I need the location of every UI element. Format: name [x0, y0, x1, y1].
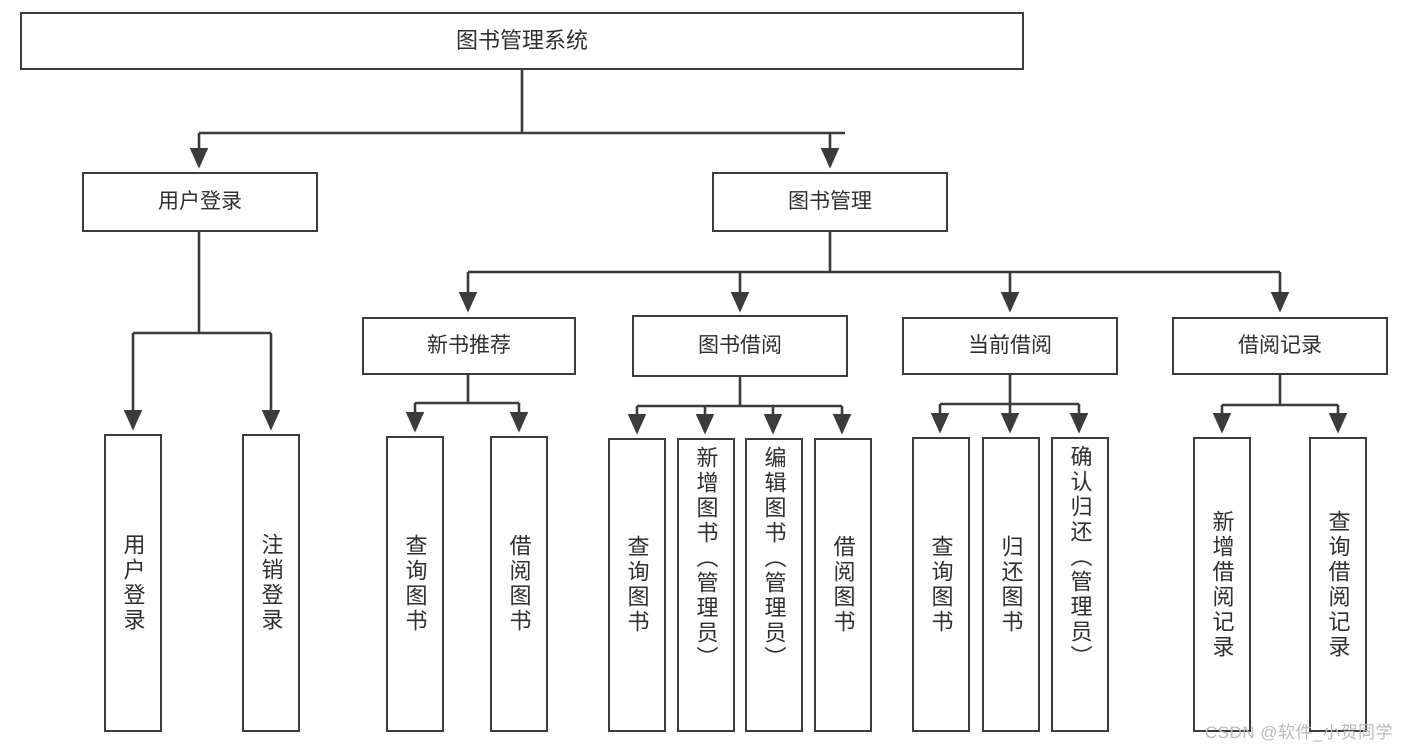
node-label: 归还图书 [998, 534, 1024, 635]
leaf-query-book-recommend[interactable]: 查询图书 [386, 436, 444, 732]
node-label: 编辑图书（管理员） [761, 446, 787, 671]
node-label: 新增图书（管理员） [693, 446, 719, 671]
leaf-query-book-borrow[interactable]: 查询图书 [608, 438, 666, 732]
node-label: 查询图书 [402, 534, 428, 634]
node-root-system[interactable]: 图书管理系统 [20, 12, 1024, 70]
node-label: 新增借阅记录 [1209, 509, 1235, 660]
leaf-query-book-current[interactable]: 查询图书 [912, 437, 970, 732]
leaf-user-login[interactable]: 用户登录 [104, 434, 162, 732]
node-label: 确认归还（管理员） [1067, 445, 1093, 670]
leaf-return-book[interactable]: 归还图书 [982, 437, 1040, 732]
node-user-login[interactable]: 用户登录 [82, 172, 318, 232]
node-label: 图书管理系统 [455, 27, 588, 53]
watermark-text: CSDN @软件_小贺同学 [1204, 723, 1393, 742]
node-label: 借阅图书 [506, 534, 532, 634]
node-label: 用户登录 [120, 533, 146, 633]
node-borrow-record[interactable]: 借阅记录 [1172, 317, 1388, 375]
leaf-add-borrow-record[interactable]: 新增借阅记录 [1193, 437, 1251, 732]
node-label: 借阅图书 [830, 535, 856, 635]
leaf-edit-book-admin[interactable]: 编辑图书（管理员） [745, 438, 803, 732]
node-book-management[interactable]: 图书管理 [712, 172, 948, 232]
node-label: 借阅记录 [1238, 334, 1322, 358]
node-current-borrow[interactable]: 当前借阅 [902, 317, 1118, 375]
node-label: 查询图书 [928, 534, 954, 635]
node-label: 用户登录 [158, 190, 242, 214]
leaf-confirm-return-admin[interactable]: 确认归还（管理员） [1051, 437, 1109, 732]
node-label: 注销登录 [258, 533, 284, 633]
node-new-book-recommend[interactable]: 新书推荐 [362, 317, 576, 375]
node-label: 当前借阅 [968, 334, 1052, 358]
node-label: 图书借阅 [698, 334, 782, 358]
node-book-borrow[interactable]: 图书借阅 [632, 315, 848, 377]
node-label: 查询借阅记录 [1325, 509, 1351, 660]
leaf-add-book-admin[interactable]: 新增图书（管理员） [677, 438, 735, 732]
leaf-borrow-book[interactable]: 借阅图书 [814, 438, 872, 732]
leaf-borrow-book-recommend[interactable]: 借阅图书 [490, 436, 548, 732]
node-label: 图书管理 [788, 190, 872, 214]
leaf-logout[interactable]: 注销登录 [242, 434, 300, 732]
node-label: 查询图书 [624, 535, 650, 635]
node-label: 新书推荐 [427, 334, 511, 358]
leaf-query-borrow-record[interactable]: 查询借阅记录 [1309, 437, 1367, 732]
